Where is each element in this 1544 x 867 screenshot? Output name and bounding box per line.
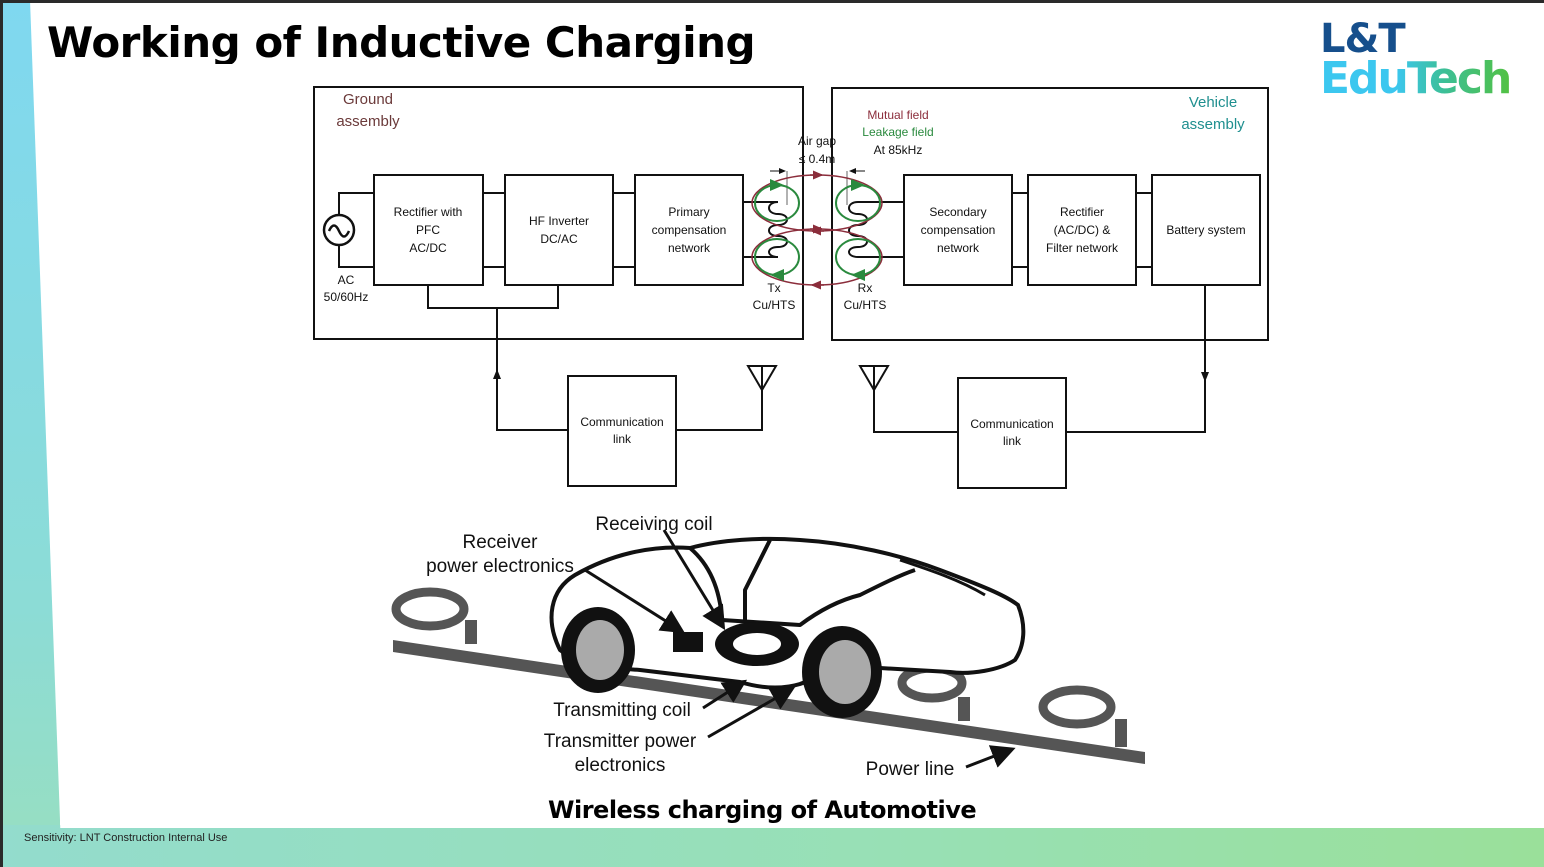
- receiving-coil-label: Receiving coil: [595, 514, 712, 535]
- mutual-field-lines: [751, 170, 883, 290]
- ground-comm-line-1: Communication: [580, 415, 663, 429]
- tx-coil-icon: [768, 201, 788, 258]
- secondary-compensation-block: [903, 174, 1013, 286]
- primary-comp-line-2: compensation: [652, 223, 727, 237]
- vehicle-antenna-icon: [858, 365, 890, 392]
- primary-compensation-block: [634, 174, 744, 286]
- tx-coil-material: Cu/HTS: [753, 298, 796, 312]
- car-rear-wheel: [561, 607, 635, 693]
- battery-system-block: [1151, 174, 1261, 286]
- transmitter-pe-label-2: electronics: [575, 755, 666, 776]
- vehicle-comm-line-1: Communication: [970, 417, 1053, 431]
- battery-system-label: Battery system: [1166, 223, 1245, 237]
- ac-source-icon: [322, 213, 356, 247]
- slide-title: Working of Inductive Charging: [47, 18, 756, 64]
- hf-inverter-line-1: HF Inverter: [529, 214, 589, 228]
- secondary-comp-line-2: compensation: [921, 223, 996, 237]
- bottom-decor-band: [0, 825, 1544, 867]
- logo-line-2: EduTech: [1320, 53, 1512, 104]
- downlink-arrow-icon: [1201, 372, 1209, 382]
- window-top-edge: [0, 0, 1544, 3]
- secondary-comp-line-1: Secondary: [929, 205, 986, 219]
- transmitting-coil-label: Transmitting coil: [553, 700, 691, 721]
- ground-assembly-label: Ground: [343, 91, 393, 108]
- car-front-wheel: [802, 626, 882, 718]
- rectifier-pfc-line-2: PFC: [416, 223, 440, 237]
- transmitter-pe-label-1: Transmitter power: [544, 731, 697, 752]
- lt-edutech-logo: L&T EduTech: [1320, 16, 1512, 104]
- receiver-pe-label-1: Receiver: [463, 532, 539, 553]
- uplink-arrow-icon: [493, 369, 501, 379]
- logo-line-1: L&T: [1320, 16, 1406, 62]
- window-edge: [0, 0, 3, 867]
- mutual-field-legend: Mutual field: [867, 108, 928, 122]
- rectifier-filter-block: [1027, 174, 1137, 286]
- ac-source-label: AC: [338, 273, 355, 287]
- figure-caption: Wireless charging of Automotive: [548, 796, 977, 824]
- car-outline: [549, 536, 1026, 690]
- vehicle-assembly-label: Vehicle: [1189, 94, 1237, 111]
- vehicle-assembly-label-2: assembly: [1181, 116, 1245, 133]
- inductive-charging-block-diagram: Ground assembly Vehicle assembly AC 50/6…: [313, 86, 1269, 489]
- ac-frequency-label: 50/60Hz: [324, 290, 369, 304]
- air-gap-label: Air gap: [798, 134, 836, 148]
- sensitivity-label: Sensitivity: LNT Construction Internal U…: [24, 832, 228, 844]
- ground-communication-link-block: [567, 375, 677, 487]
- ground-antenna-icon: [746, 365, 778, 392]
- rectifier-filter-line-2: (AC/DC) &: [1054, 223, 1111, 237]
- primary-comp-line-3: network: [668, 241, 711, 255]
- receiver-power-electronics-icon: [673, 632, 703, 652]
- rectifier-filter-line-1: Rectifier: [1060, 205, 1104, 219]
- ground-comm-line-2: link: [613, 432, 632, 446]
- leakage-field-lines: [754, 179, 881, 281]
- rx-coil-material: Cu/HTS: [844, 298, 887, 312]
- air-gap-value: ≤ 0.4m: [799, 152, 836, 166]
- power-line-label: Power line: [866, 759, 955, 780]
- rectifier-pfc-line-1: Rectifier with: [394, 205, 463, 219]
- secondary-comp-line-3: network: [937, 241, 980, 255]
- vehicle-communication-link-block: [957, 377, 1067, 489]
- primary-comp-line-1: Primary: [668, 205, 709, 219]
- hf-inverter-block: [504, 174, 614, 286]
- hf-inverter-line-2: DC/AC: [540, 232, 578, 246]
- leakage-field-legend: Leakage field: [862, 125, 933, 139]
- vehicle-comm-line-2: link: [1003, 434, 1022, 448]
- rectifier-pfc-line-3: AC/DC: [409, 241, 447, 255]
- rectifier-pfc-block: [373, 174, 484, 286]
- ground-assembly-label-2: assembly: [336, 113, 400, 130]
- receiver-pe-label-2: power electronics: [426, 556, 574, 577]
- tx-coil-label: Tx: [767, 281, 780, 295]
- frequency-label: At 85kHz: [874, 143, 923, 157]
- receiving-coil-icon: [715, 622, 799, 666]
- rectifier-filter-line-3: Filter network: [1046, 241, 1119, 255]
- rx-coil-label: Rx: [858, 281, 873, 295]
